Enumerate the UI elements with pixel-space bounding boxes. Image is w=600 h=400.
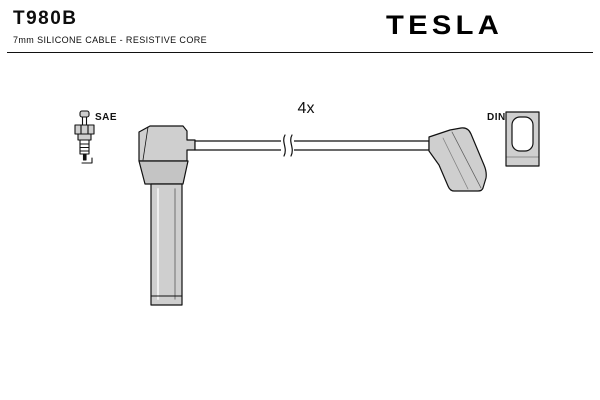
cable-break-marks (283, 134, 286, 157)
spark-plug-icon (74, 110, 95, 164)
product-subtitle: 7mm SILICONE CABLE - RESISTIVE CORE (13, 35, 208, 45)
part-number: T980B (13, 8, 78, 29)
coil-boot-collar (138, 160, 189, 185)
sae-label: SAE (95, 112, 117, 123)
coil-boot-tube (150, 183, 183, 306)
din-label: DIN (487, 112, 506, 123)
din-terminal-icon (505, 111, 540, 167)
coil-boot (138, 125, 196, 306)
tesla-brand-logo: TESLA (386, 10, 504, 40)
header-divider (7, 52, 593, 53)
ignition-cable (194, 134, 430, 157)
din-boot (428, 127, 487, 192)
quantity-label: 4x (298, 100, 315, 117)
